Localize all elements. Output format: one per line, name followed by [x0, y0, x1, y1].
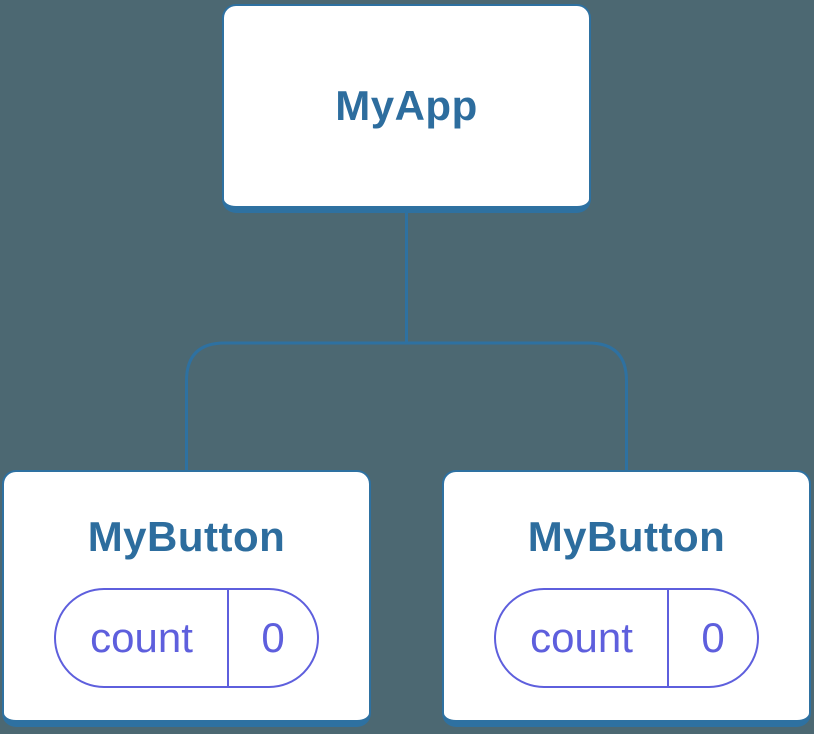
component-node-myapp: MyApp [222, 4, 591, 213]
state-value: 0 [701, 614, 725, 661]
component-label: MyButton [87, 513, 286, 560]
component-node-mybutton-left: MyButton count 0 [2, 470, 371, 727]
state-value: 0 [261, 614, 285, 661]
state-pill: count 0 [494, 588, 759, 688]
tree-connector-bracket [185, 341, 628, 472]
state-key: count [496, 590, 669, 686]
component-label: MyApp [335, 82, 478, 129]
state-key: count [56, 590, 229, 686]
component-label: MyButton [527, 513, 726, 560]
component-node-mybutton-right: MyButton count 0 [442, 470, 811, 727]
state-pill: count 0 [54, 588, 319, 688]
